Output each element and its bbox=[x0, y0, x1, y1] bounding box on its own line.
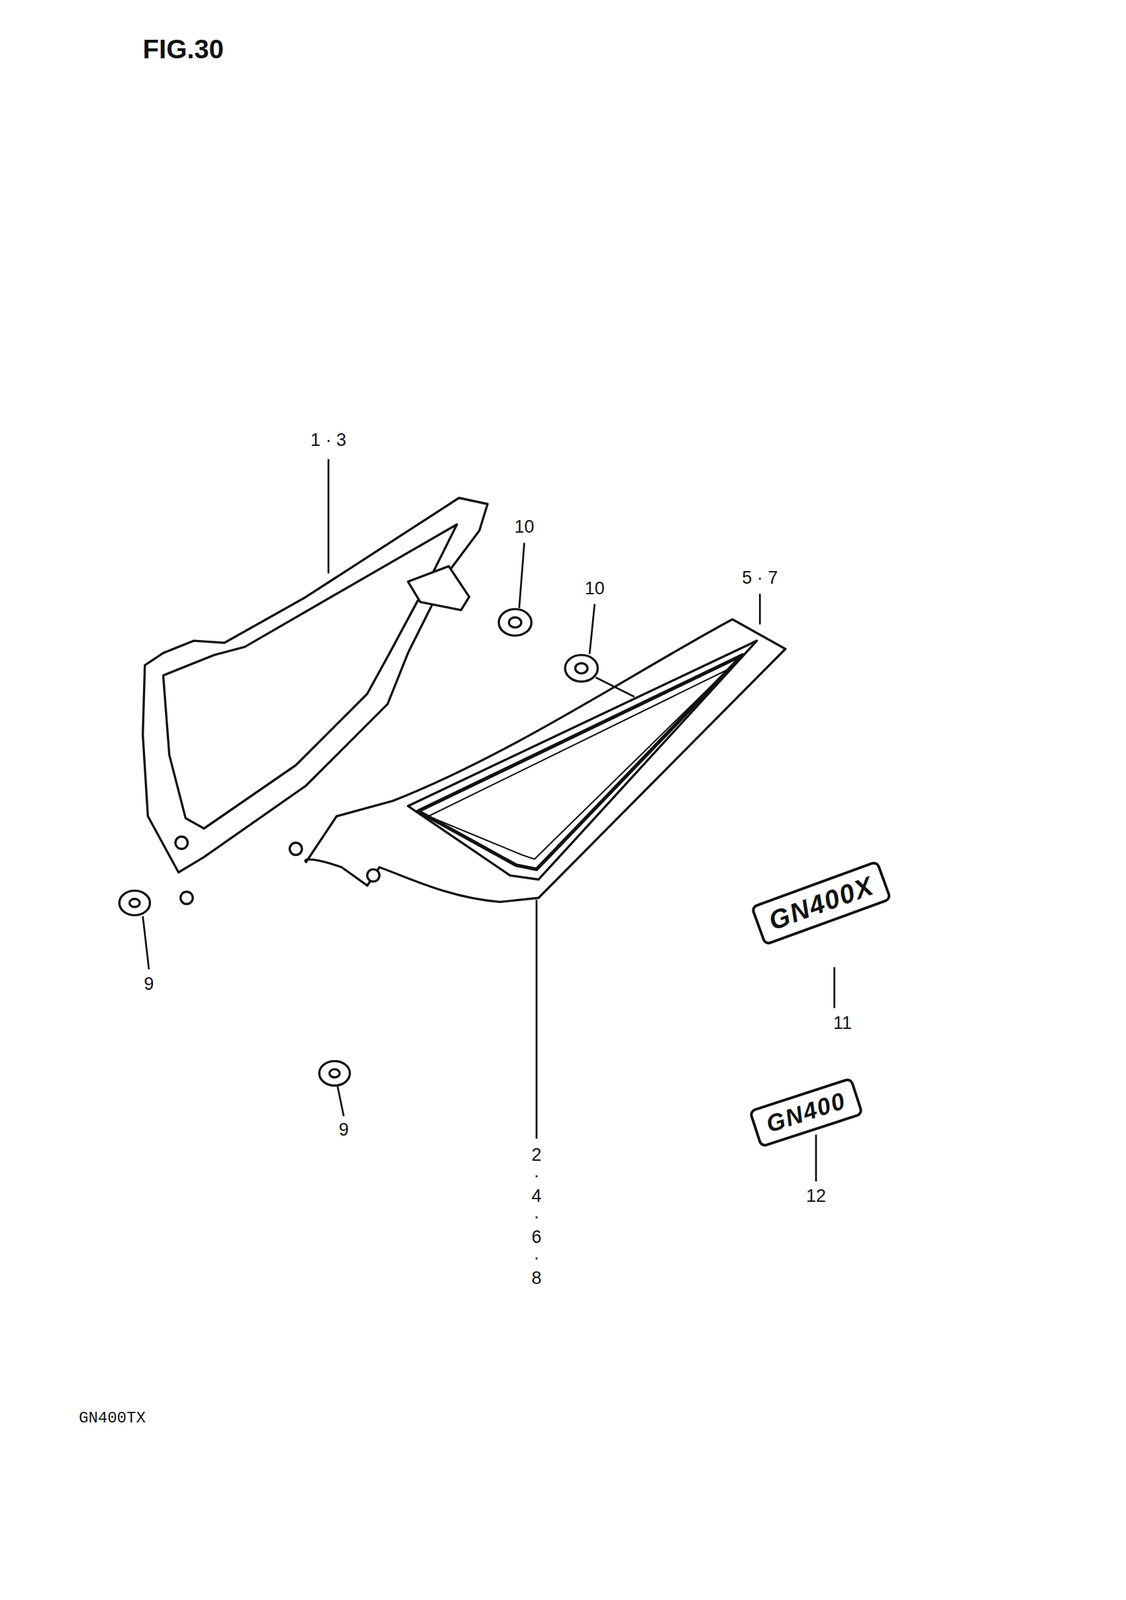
model-code: GN400TX bbox=[78, 1408, 146, 1427]
callout-number: 1 · 3 bbox=[310, 430, 347, 451]
emblem-text: GN400X bbox=[749, 859, 893, 946]
callout-number: 10 bbox=[514, 517, 535, 538]
leader-line bbox=[143, 459, 835, 1181]
figure-title: FIG.30 bbox=[143, 34, 224, 64]
callout-number: 10 bbox=[584, 578, 605, 599]
callout-number: 9 bbox=[338, 1120, 349, 1140]
callout-number: 11 bbox=[833, 1013, 852, 1034]
callout-number: 12 bbox=[806, 1186, 826, 1207]
emblem-text: GN400 bbox=[747, 1076, 864, 1148]
callout-number: 2·4·6·8 bbox=[531, 1144, 543, 1289]
callout-number: 5 · 7 bbox=[741, 568, 778, 589]
cover-clip bbox=[408, 566, 469, 611]
frame-cover-right bbox=[305, 619, 786, 903]
grommet bbox=[119, 608, 598, 1085]
callout-number: 9 bbox=[143, 974, 154, 995]
